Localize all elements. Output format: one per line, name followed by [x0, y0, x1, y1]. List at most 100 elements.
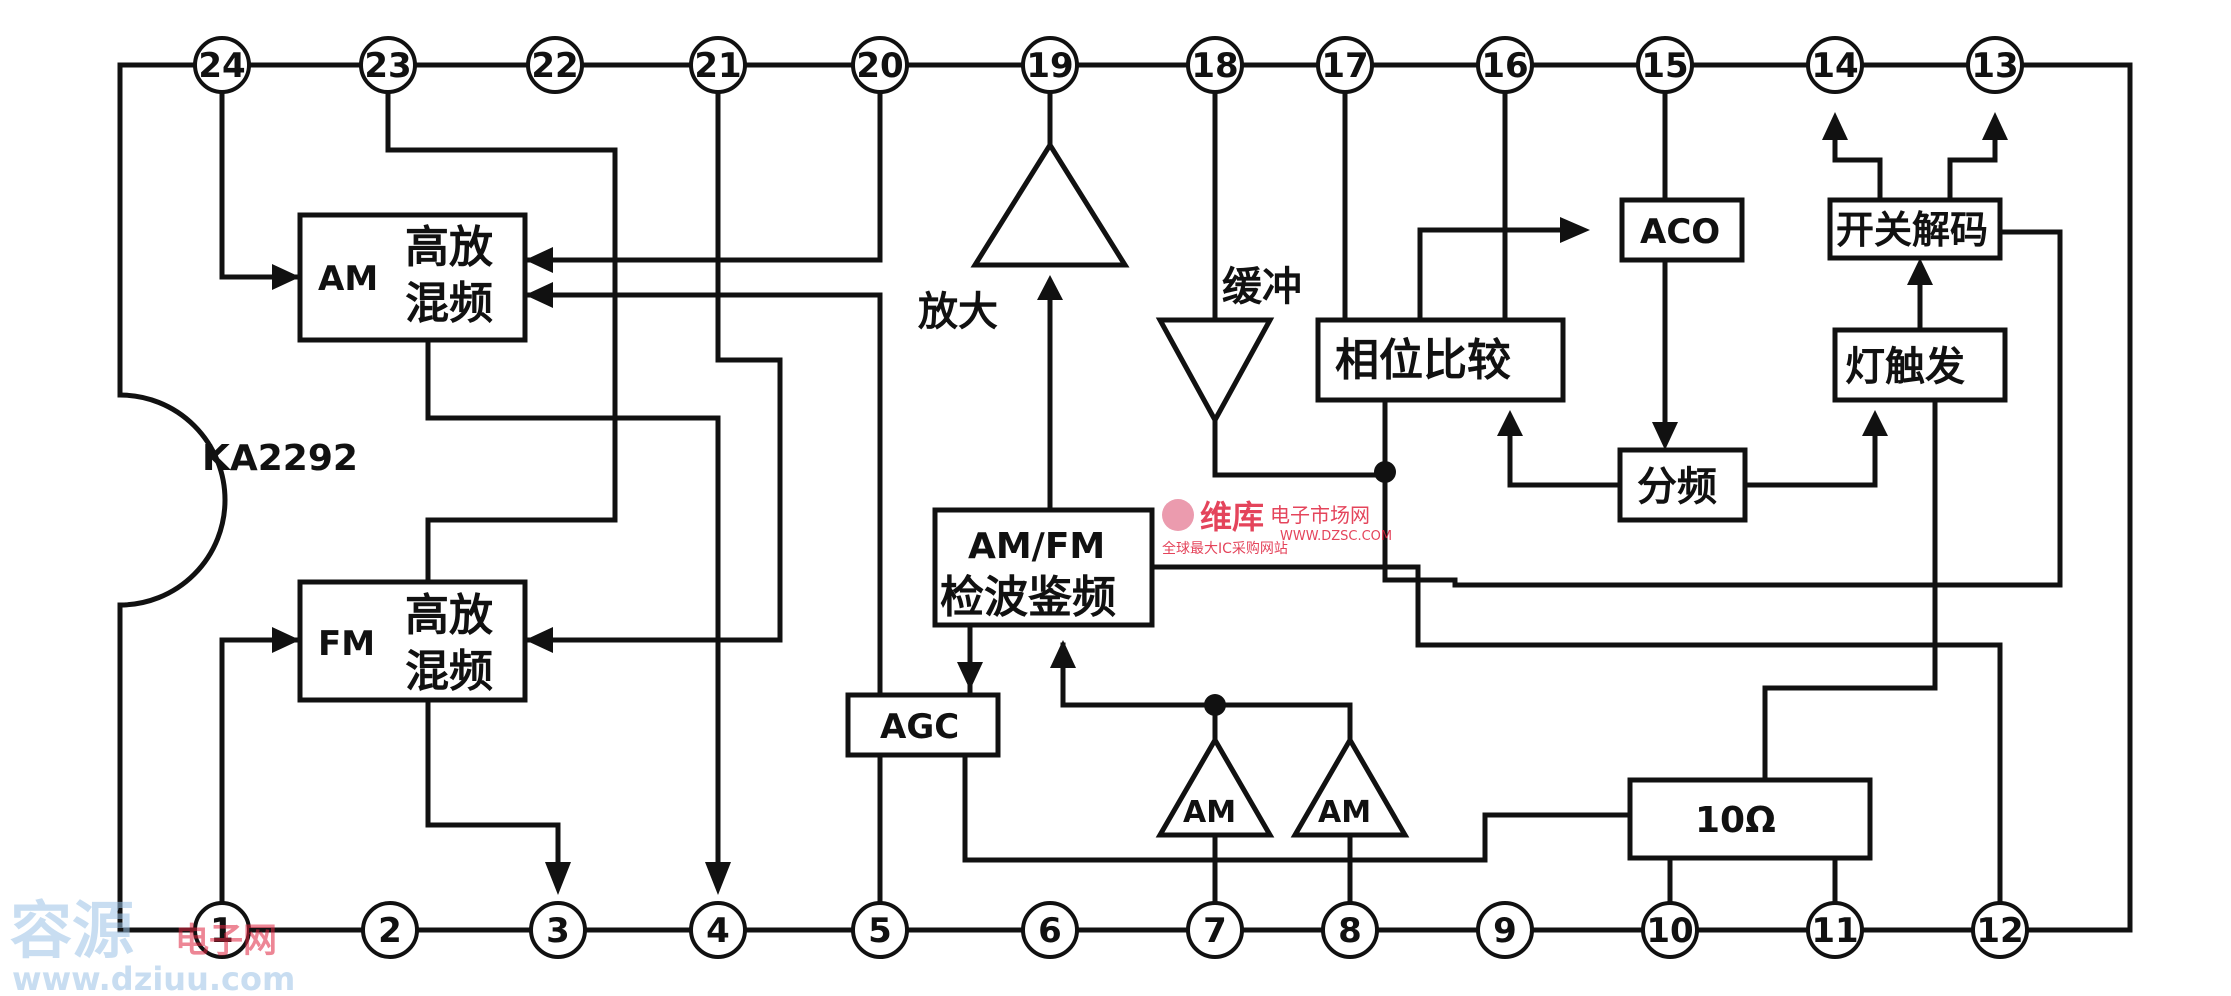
pin-8-circle — [1321, 901, 1379, 959]
pin-11: 11 — [1806, 901, 1864, 959]
am-mixer-block: AM 高放 混频 — [297, 212, 528, 343]
pin-23-number: 23 — [364, 46, 411, 86]
pin-13-circle — [1966, 36, 2024, 94]
pin-3: 3 — [529, 901, 587, 959]
pin-5-number: 5 — [868, 911, 892, 951]
pin-4: 4 — [689, 901, 747, 959]
arrow-to-pin13 — [1982, 112, 2008, 140]
detector-line2: 检波鉴频 — [940, 572, 1116, 623]
dziuu-url: www.dziuu.com — [12, 960, 295, 996]
arrow-am-to-detector — [1050, 640, 1076, 668]
am-triangle-1-label: AM — [1183, 795, 1236, 830]
pin-18: 18 — [1186, 36, 1244, 94]
buffer-block: 缓冲 — [1155, 263, 1302, 426]
arrow-pin1-to-fm-mixer — [272, 627, 300, 653]
pin-16-circle — [1476, 36, 1534, 94]
pin-23: 23 — [359, 36, 417, 94]
junction-dots — [1204, 461, 1396, 716]
agc-block: AGC — [845, 692, 1001, 758]
arrow-divider-to-lamp — [1862, 410, 1888, 436]
pin-14-number: 14 — [1811, 46, 1858, 86]
pin-15-circle — [1636, 36, 1694, 94]
agc-label: AGC — [880, 707, 959, 747]
pin-22: 22 — [526, 36, 584, 94]
pin-23-circle — [359, 36, 417, 94]
pin-19: 19 — [1021, 36, 1079, 94]
pin-16-number: 16 — [1481, 46, 1528, 86]
pin-1-circle — [193, 901, 251, 959]
pin-2-circle — [361, 901, 419, 959]
pin-21-circle — [689, 36, 747, 94]
ic-outline — [117, 62, 2133, 933]
pin-5: 5 — [851, 901, 909, 959]
pin-21: 21 — [689, 36, 747, 94]
pin-7-number: 7 — [1203, 911, 1227, 951]
pin-22-number: 22 — [531, 46, 578, 86]
pin-18-circle — [1186, 36, 1244, 94]
arrow-detector-to-amplifier — [1037, 275, 1063, 300]
arrow-to-aco — [1560, 217, 1590, 243]
pins-top: 24 23 22 21 20 19 18 17 16 15 14 13 — [193, 36, 2024, 94]
pin-4-number: 4 — [706, 911, 730, 951]
pin-13-number: 13 — [1971, 46, 2018, 86]
arrowheads — [272, 112, 2008, 895]
am-triangle-2: AM — [1290, 735, 1410, 838]
arrow-detector-to-agc — [957, 662, 983, 690]
detector-block: AM/FM 检波鉴频 — [932, 507, 1155, 628]
pin-12-circle — [1971, 901, 2029, 959]
phase-compare-block: 相位比较 — [1315, 317, 1566, 403]
am-mixer-line1: 高放 — [405, 222, 493, 273]
arrow-to-pin14 — [1822, 112, 1848, 140]
pin-7: 7 — [1186, 901, 1244, 959]
pin-15-number: 15 — [1641, 46, 1688, 86]
pin-22-circle — [526, 36, 584, 94]
switch-decode-block: 开关解码 — [1827, 197, 2003, 261]
watermark-dzsc: 维库 电子市场网 WWW.DZSC.COM 全球最大IC采购网站 — [1162, 498, 1392, 557]
pin-18-number: 18 — [1191, 46, 1238, 86]
pin-12-number: 12 — [1976, 911, 2023, 951]
dziuu-brand: 容源 — [10, 894, 134, 967]
pin-9-number: 9 — [1493, 911, 1517, 951]
dziuu-brand-sub: 电子网 — [175, 921, 277, 961]
fm-mixer-line2: 混频 — [405, 646, 493, 697]
lamp-trigger-label: 灯触发 — [1845, 343, 1965, 390]
dzsc-brand: 维库 — [1200, 498, 1264, 536]
pin-7-circle — [1186, 901, 1244, 959]
arrow-to-pin4 — [705, 862, 731, 895]
am-mixer-line2: 混频 — [405, 278, 493, 329]
lamp-trigger-block: 灯触发 — [1832, 327, 2008, 403]
amplifier-label: 放大 — [918, 288, 998, 335]
pin-14-circle — [1806, 36, 1864, 94]
dzsc-tagline: 全球最大IC采购网站 — [1162, 540, 1288, 557]
pin-9: 9 — [1476, 901, 1534, 959]
pin-6-circle — [1021, 901, 1079, 959]
pin-20: 20 — [851, 36, 909, 94]
pin-8-number: 8 — [1338, 911, 1362, 951]
pin-5-circle — [851, 901, 909, 959]
fm-mixer-line1: 高放 — [405, 590, 493, 641]
chip-name: KA2292 — [202, 438, 358, 479]
pin-24-number: 24 — [198, 46, 245, 86]
am-mixer-tag: AM — [318, 259, 378, 299]
pin-17-number: 17 — [1321, 46, 1368, 86]
pin-9-circle — [1476, 901, 1534, 959]
pin-16: 16 — [1476, 36, 1534, 94]
arrow-pin24-to-am-mixer — [272, 264, 300, 290]
arrow-aco-to-divider — [1652, 422, 1678, 450]
fm-mixer-block: FM 高放 混频 — [297, 579, 528, 703]
fm-mixer-tag: FM — [318, 624, 375, 664]
pin-14: 14 — [1806, 36, 1864, 94]
arrow-lamp-to-switch — [1907, 258, 1933, 285]
pin-8: 8 — [1321, 901, 1379, 959]
pin-3-number: 3 — [546, 911, 570, 951]
pin-10-circle — [1641, 901, 1699, 959]
pin-2: 2 — [361, 901, 419, 959]
detector-line1: AM/FM — [968, 526, 1105, 567]
pin-1: 1 — [193, 901, 251, 959]
pin-17: 17 — [1316, 36, 1374, 94]
pin-10-number: 10 — [1646, 911, 1693, 951]
divider-block: 分频 — [1617, 447, 1748, 523]
dzsc-url: WWW.DZSC.COM — [1280, 529, 1392, 544]
